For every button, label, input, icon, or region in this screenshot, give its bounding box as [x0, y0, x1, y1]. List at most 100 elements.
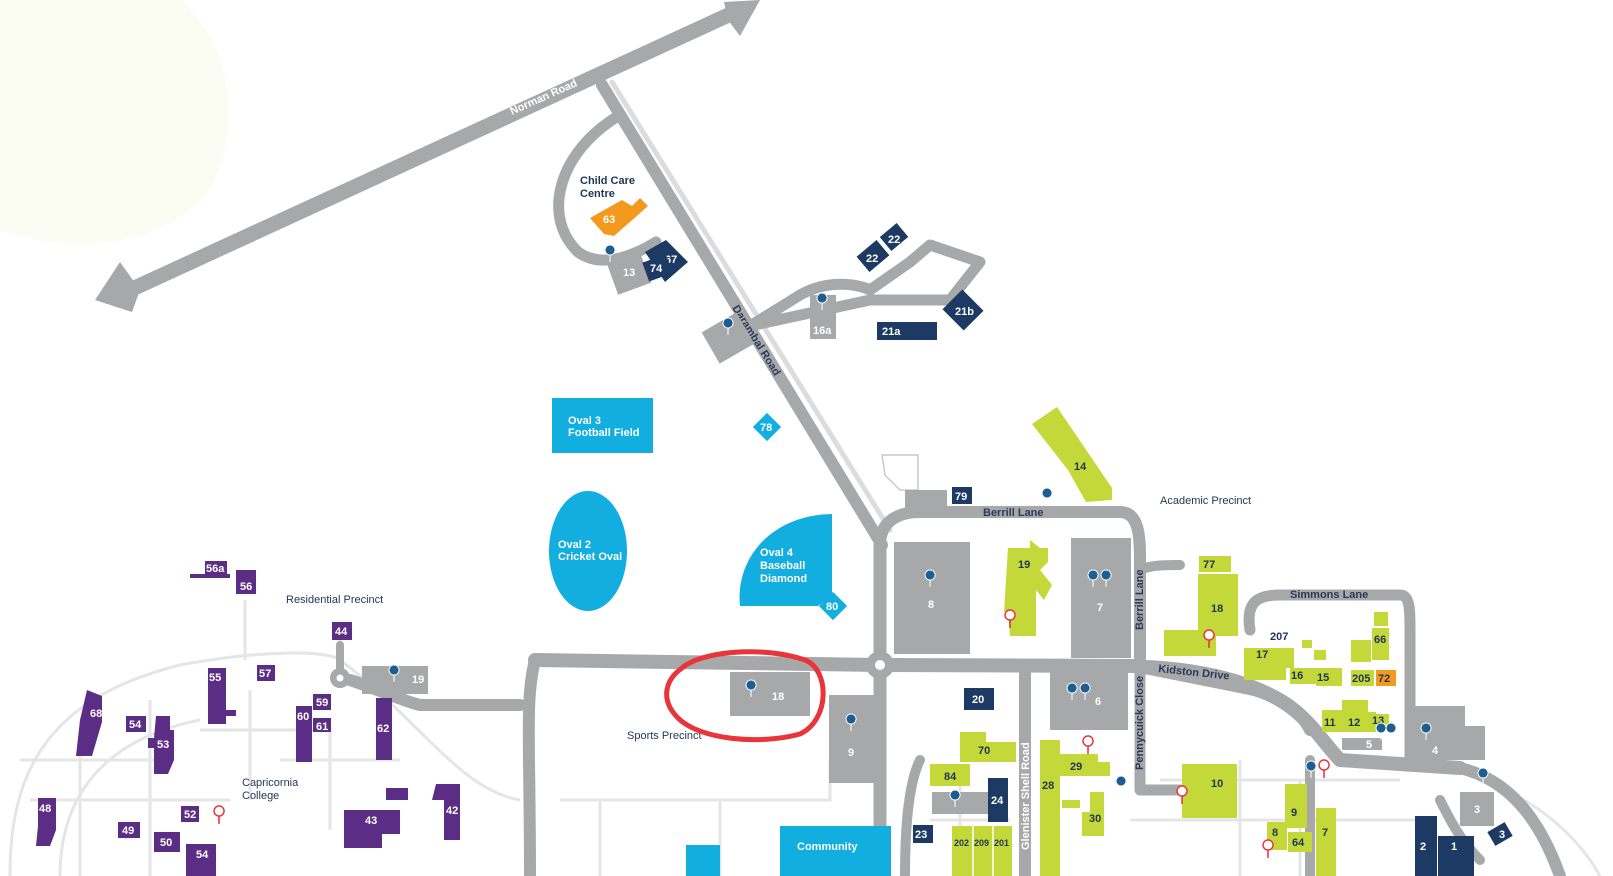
building-72[interactable]: 72	[1376, 670, 1396, 686]
building-56[interactable]	[236, 570, 256, 594]
building-18[interactable]	[1164, 574, 1238, 656]
buildings-202-209-201[interactable]	[952, 826, 1012, 876]
building-1[interactable]	[1438, 836, 1474, 876]
building-9[interactable]	[829, 695, 875, 783]
parking-icon	[1079, 682, 1091, 701]
berrill-lane-building[interactable]	[905, 490, 947, 510]
svg-text:72: 72	[1378, 673, 1390, 685]
oval-4-sublabel-2: Diamond	[760, 573, 807, 585]
building-79[interactable]	[952, 487, 972, 504]
svg-text:3: 3	[1499, 829, 1505, 841]
building-24-annex[interactable]	[932, 792, 992, 814]
building-7e[interactable]	[1316, 808, 1336, 876]
building-78[interactable]	[752, 412, 782, 442]
building-54[interactable]	[126, 716, 146, 732]
building-30[interactable]	[1082, 792, 1104, 836]
oval-4[interactable]	[739, 514, 832, 606]
building-15[interactable]	[1316, 668, 1342, 686]
building-51[interactable]	[186, 844, 216, 876]
building-80[interactable]	[818, 591, 848, 621]
building-70[interactable]	[960, 732, 1016, 762]
building-16[interactable]	[1290, 668, 1316, 684]
oval-3[interactable]	[552, 398, 653, 453]
building-12[interactable]	[1342, 700, 1376, 732]
building-28[interactable]	[1040, 740, 1060, 876]
building-68[interactable]	[76, 690, 102, 756]
building-28-annex[interactable]	[1062, 800, 1080, 808]
building-small-b[interactable]	[1314, 650, 1326, 660]
building-43-annex[interactable]	[386, 788, 408, 800]
building-66[interactable]	[1372, 628, 1389, 660]
building-23[interactable]	[913, 825, 933, 843]
darambal-parking[interactable]	[701, 312, 755, 364]
building-14[interactable]	[1032, 407, 1112, 502]
svg-text:9: 9	[848, 747, 854, 759]
small-sports-building[interactable]	[686, 845, 720, 876]
oval-2[interactable]	[549, 491, 627, 611]
building-50[interactable]	[154, 832, 180, 852]
info-pin-icon	[1176, 785, 1188, 805]
building-22b[interactable]	[879, 223, 909, 251]
building-6[interactable]	[1050, 672, 1128, 730]
building-55[interactable]	[208, 668, 226, 724]
building-9e[interactable]	[1285, 784, 1307, 828]
child-care-sublabel: Centre	[580, 188, 615, 200]
building-3a[interactable]	[1460, 792, 1494, 826]
building-17[interactable]	[1244, 648, 1294, 680]
building-48[interactable]	[36, 798, 56, 846]
parking-icon	[1375, 722, 1387, 741]
building-3b[interactable]	[1487, 822, 1513, 846]
building-18-sports[interactable]	[730, 672, 810, 716]
svg-text:207: 207	[1270, 631, 1288, 643]
svg-text:22: 22	[888, 234, 900, 246]
svg-text:48: 48	[39, 803, 51, 815]
precinct-labels: Academic Precinct Residential Precinct S…	[242, 495, 1251, 802]
building-55-annex	[226, 710, 236, 716]
building-11[interactable]	[1322, 710, 1342, 732]
svg-text:8: 8	[1272, 827, 1278, 839]
oval-4-sublabel: Baseball	[760, 560, 805, 572]
svg-text:68: 68	[90, 708, 102, 720]
building-13[interactable]	[606, 249, 652, 295]
building-77[interactable]	[1199, 556, 1231, 572]
building-29[interactable]	[1060, 754, 1110, 776]
building-84[interactable]	[930, 764, 970, 786]
svg-text:74: 74	[650, 263, 663, 275]
building-4[interactable]	[1405, 706, 1485, 760]
building-44[interactable]	[332, 622, 352, 640]
building-57[interactable]	[257, 665, 275, 681]
child-care-building[interactable]: 63 Child Care Centre	[580, 175, 648, 236]
svg-text:9: 9	[1291, 807, 1297, 819]
building-20[interactable]	[964, 688, 994, 710]
building-21a[interactable]	[877, 322, 937, 340]
building-207[interactable]: 207	[1270, 631, 1288, 643]
community-building[interactable]	[780, 826, 891, 876]
building-74[interactable]	[642, 254, 673, 282]
building-7[interactable]	[1071, 538, 1131, 658]
building-66-annex[interactable]	[1351, 640, 1371, 662]
building-52[interactable]	[181, 806, 199, 822]
building-205[interactable]	[1351, 670, 1374, 686]
building-56a[interactable]	[205, 561, 227, 575]
building-60[interactable]	[296, 706, 312, 762]
building-42[interactable]	[432, 784, 460, 840]
berrill-lane-vertical-label: Berrill Lane	[1134, 569, 1146, 630]
building-62[interactable]	[376, 698, 392, 760]
building-64[interactable]	[1288, 832, 1312, 852]
building-43[interactable]	[344, 810, 400, 848]
building-24[interactable]	[988, 778, 1008, 822]
building-61[interactable]	[313, 718, 331, 732]
building-49[interactable]	[118, 822, 140, 838]
building-8[interactable]	[894, 542, 970, 654]
building-53[interactable]	[148, 716, 174, 774]
building-21b[interactable]	[942, 289, 984, 331]
building-small-c[interactable]	[1374, 612, 1388, 626]
building-19[interactable]	[1004, 540, 1052, 636]
building-2[interactable]	[1415, 816, 1437, 876]
building-22a[interactable]	[856, 239, 890, 273]
building-small-a[interactable]	[1302, 640, 1312, 648]
building-10[interactable]	[1182, 764, 1237, 818]
building-59[interactable]	[313, 694, 331, 710]
building-5[interactable]	[1342, 738, 1382, 750]
